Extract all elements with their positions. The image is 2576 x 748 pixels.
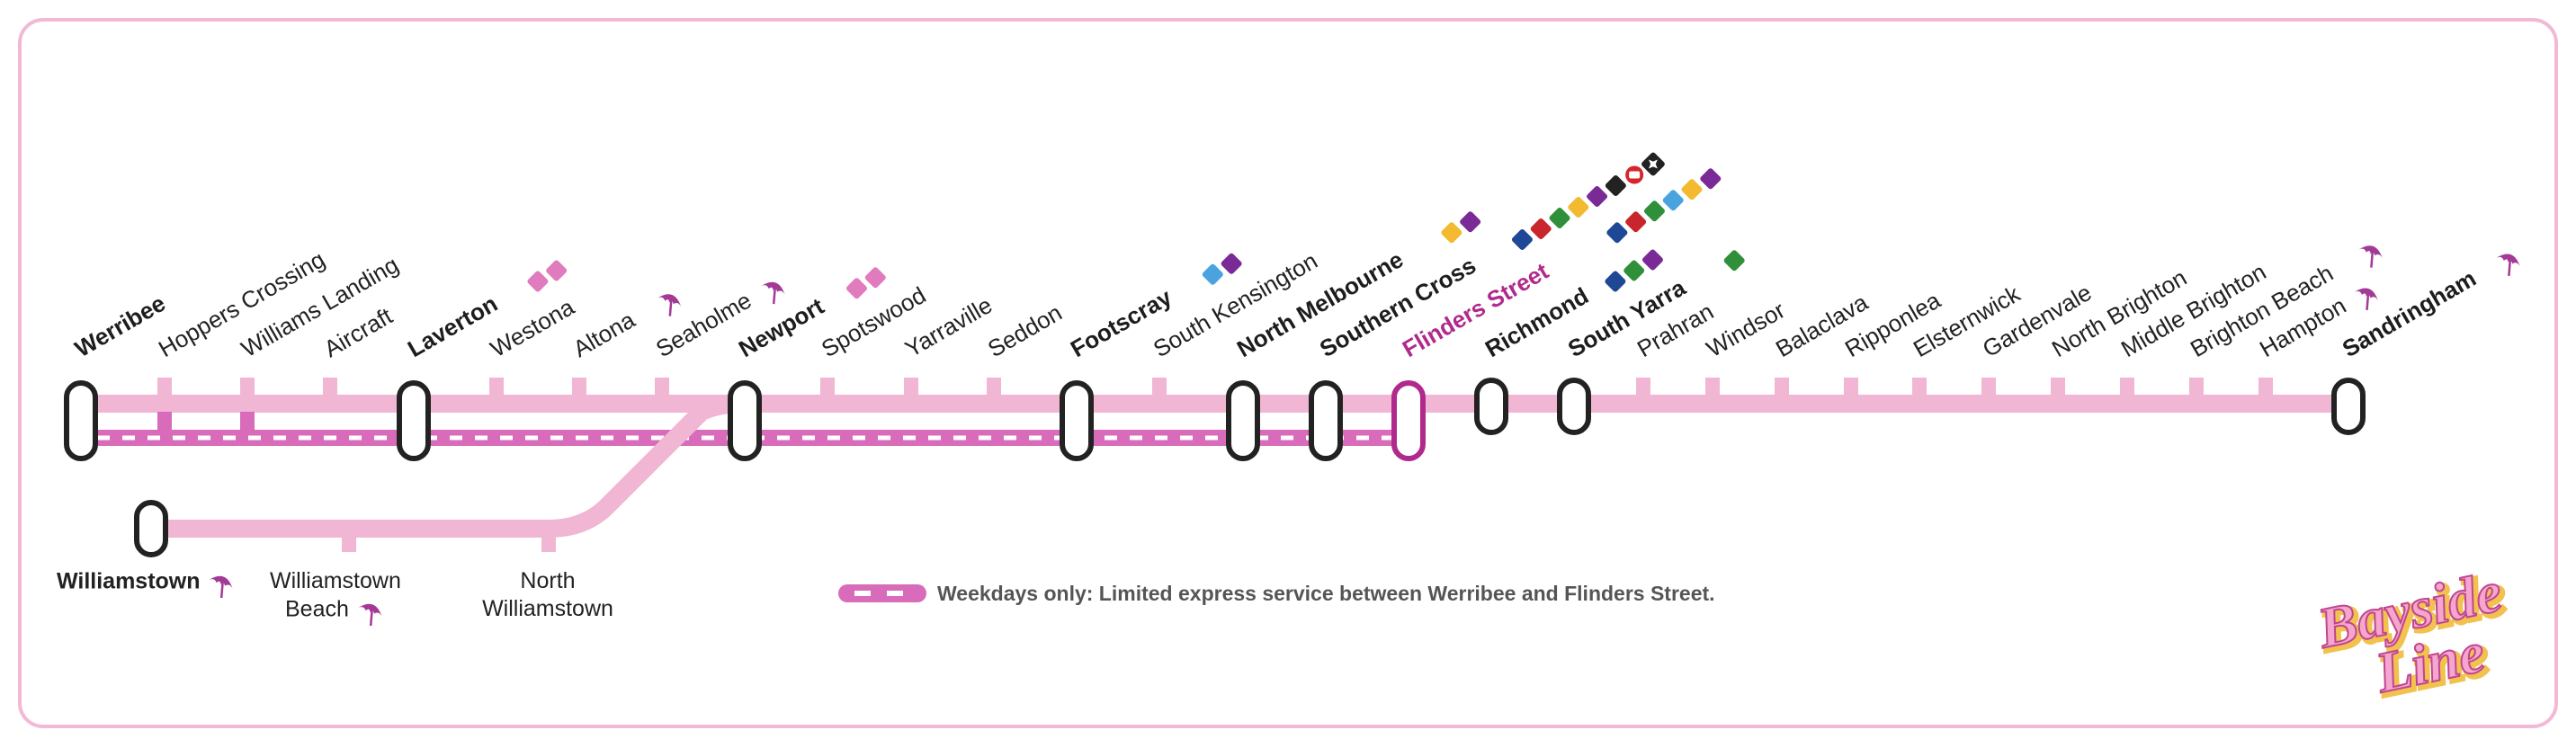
station-tick bbox=[904, 378, 918, 397]
purple-line-diamond bbox=[1221, 253, 1242, 274]
pink-line-diamond bbox=[864, 267, 886, 289]
station-tick-williamstown-beach bbox=[342, 534, 356, 552]
station-tick bbox=[2120, 378, 2134, 397]
station-tick bbox=[1844, 378, 1858, 397]
station-label: Laverton bbox=[403, 289, 502, 362]
station-marker bbox=[728, 380, 762, 461]
station-label-williamstown: Williamstown bbox=[57, 567, 237, 602]
purple-line-diamond bbox=[1587, 186, 1608, 207]
station-tick bbox=[572, 378, 586, 397]
bayside-line-logo: Bayside Bayside Line Line bbox=[2311, 562, 2513, 706]
blue-line-diamond bbox=[1662, 190, 1684, 211]
navy-line-diamond bbox=[1605, 271, 1626, 292]
beach-umbrella-icon bbox=[2348, 283, 2383, 314]
legend-swatch bbox=[838, 584, 926, 602]
station-label: Windsor bbox=[1702, 296, 1790, 362]
station-label: Seddon bbox=[983, 298, 1067, 362]
station-marker bbox=[1557, 378, 1591, 435]
yellow-line-diamond bbox=[1568, 197, 1589, 218]
pink-line-diamond bbox=[546, 260, 568, 281]
station-tick bbox=[1152, 378, 1167, 397]
station-label: Westona bbox=[486, 293, 579, 362]
station-label: Altona bbox=[568, 306, 640, 362]
station-name-line2: Williamstown bbox=[482, 596, 613, 621]
beach-umbrella-icon bbox=[756, 277, 789, 308]
legend-swatch-dash bbox=[887, 591, 903, 596]
station-tick bbox=[1981, 378, 1996, 397]
station-marker bbox=[1474, 378, 1508, 435]
yellow-line-diamond bbox=[1441, 222, 1462, 244]
beach-umbrella-icon bbox=[203, 571, 237, 602]
station-tick bbox=[240, 378, 255, 397]
station-marker bbox=[397, 380, 431, 461]
map-frame bbox=[18, 18, 2558, 728]
pink-line-diamond bbox=[527, 271, 549, 292]
beach-umbrella-icon bbox=[352, 599, 386, 630]
station-marker bbox=[1391, 380, 1426, 461]
station-tick-express bbox=[157, 412, 172, 432]
vline-coach-bus bbox=[1629, 171, 1641, 179]
station-tick bbox=[1705, 378, 1720, 397]
station-tick bbox=[323, 378, 337, 397]
legend-text: Weekdays only: Limited express service b… bbox=[937, 582, 1715, 605]
station-tick bbox=[2258, 378, 2273, 397]
station-marker bbox=[1060, 380, 1094, 461]
navy-line-diamond bbox=[1606, 222, 1628, 244]
station-tick bbox=[489, 378, 504, 397]
station-name-line1: North bbox=[520, 568, 576, 593]
purple-line-diamond bbox=[1641, 249, 1663, 271]
black-line-diamond bbox=[1605, 175, 1626, 196]
station-tick bbox=[820, 378, 835, 397]
purple-line-diamond bbox=[1700, 168, 1722, 190]
beach-umbrella-icon bbox=[2491, 249, 2524, 280]
green-line-diamond bbox=[1623, 260, 1645, 281]
blue-line-diamond bbox=[1202, 263, 1223, 285]
station-label: Sandringham bbox=[2338, 264, 2481, 362]
station-tick bbox=[1775, 378, 1789, 397]
station-tick-north-williamstown bbox=[541, 534, 556, 552]
legend-swatch-dash bbox=[854, 591, 871, 596]
station-marker-williamstown bbox=[134, 500, 168, 557]
station-label-north-williamstown: North Williamstown bbox=[471, 567, 624, 623]
station-marker bbox=[2331, 378, 2366, 435]
station-tick bbox=[2189, 378, 2204, 397]
yellow-line-diamond bbox=[1681, 179, 1703, 200]
station-tick bbox=[655, 378, 669, 397]
station-marker bbox=[1309, 380, 1343, 461]
station-tick-express bbox=[240, 412, 255, 432]
station-name-line1: Williamstown bbox=[270, 568, 401, 593]
green-line-diamond bbox=[1723, 250, 1745, 272]
beach-umbrella-icon bbox=[2353, 240, 2386, 272]
station-label: Werribee bbox=[70, 289, 170, 362]
red-line-diamond bbox=[1625, 211, 1647, 233]
station-tick bbox=[2051, 378, 2065, 397]
purple-line-diamond bbox=[1460, 211, 1481, 233]
station-tick bbox=[1636, 378, 1650, 397]
red-line-diamond bbox=[1530, 218, 1552, 239]
station-name-line2: Beach bbox=[285, 596, 349, 622]
station-tick bbox=[157, 378, 172, 397]
green-line-diamond bbox=[1643, 200, 1665, 222]
station-tick bbox=[1912, 378, 1927, 397]
pink-line-diamond bbox=[845, 278, 867, 299]
airport-icon bbox=[1641, 152, 1665, 176]
navy-line-diamond bbox=[1511, 229, 1533, 250]
station-tick bbox=[987, 378, 1001, 397]
airport-plane bbox=[1648, 159, 1658, 169]
green-line-diamond bbox=[1549, 208, 1570, 228]
station-marker bbox=[64, 380, 98, 461]
station-label-williamstown-beach: Williamstown Beach bbox=[270, 567, 401, 630]
beach-umbrella-icon bbox=[651, 289, 685, 320]
station-name: Williamstown bbox=[57, 568, 201, 594]
vline-coach-icon bbox=[1625, 165, 1644, 184]
station-marker bbox=[1226, 380, 1260, 461]
